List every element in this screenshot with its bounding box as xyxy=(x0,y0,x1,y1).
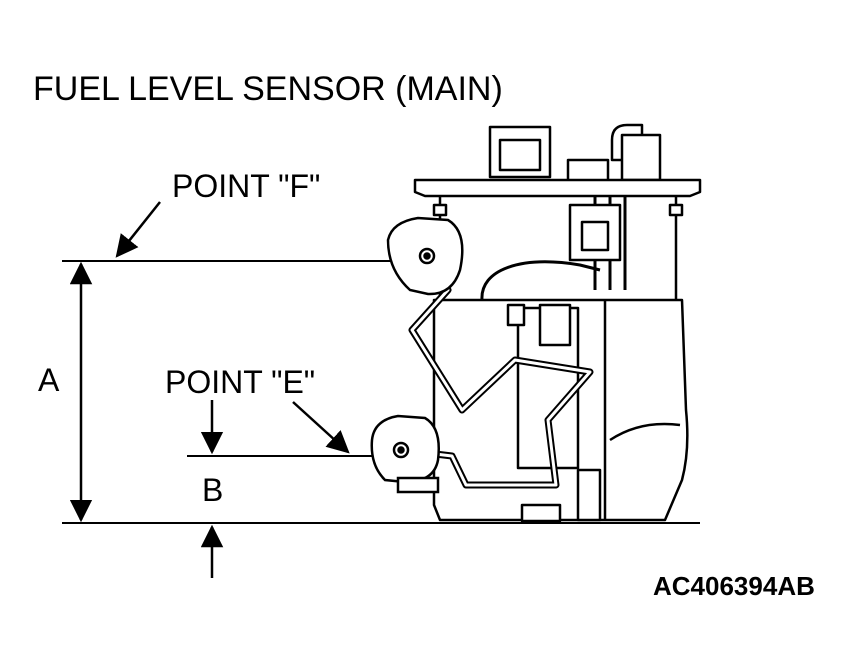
float-upper xyxy=(386,216,464,296)
point-e-label: POINT "E" xyxy=(165,364,316,400)
figure-code: AC406394AB xyxy=(653,571,815,601)
dimension-lines xyxy=(62,260,700,524)
point-f-leader-arrow xyxy=(115,201,161,258)
harness-connector xyxy=(568,203,622,262)
float-lower xyxy=(370,414,440,494)
diagram-title: FUEL LEVEL SENSOR (MAIN) xyxy=(33,70,503,108)
dimension-b-label: B xyxy=(202,472,224,508)
dimension-a-label: A xyxy=(38,362,60,398)
fuel-pump-assembly xyxy=(413,123,702,523)
bottom-fitting xyxy=(520,503,562,523)
small-connector xyxy=(566,158,610,184)
flange-plate xyxy=(413,178,702,198)
point-e-leader-arrow xyxy=(292,401,350,454)
point-f-label: POINT "F" xyxy=(172,168,321,204)
